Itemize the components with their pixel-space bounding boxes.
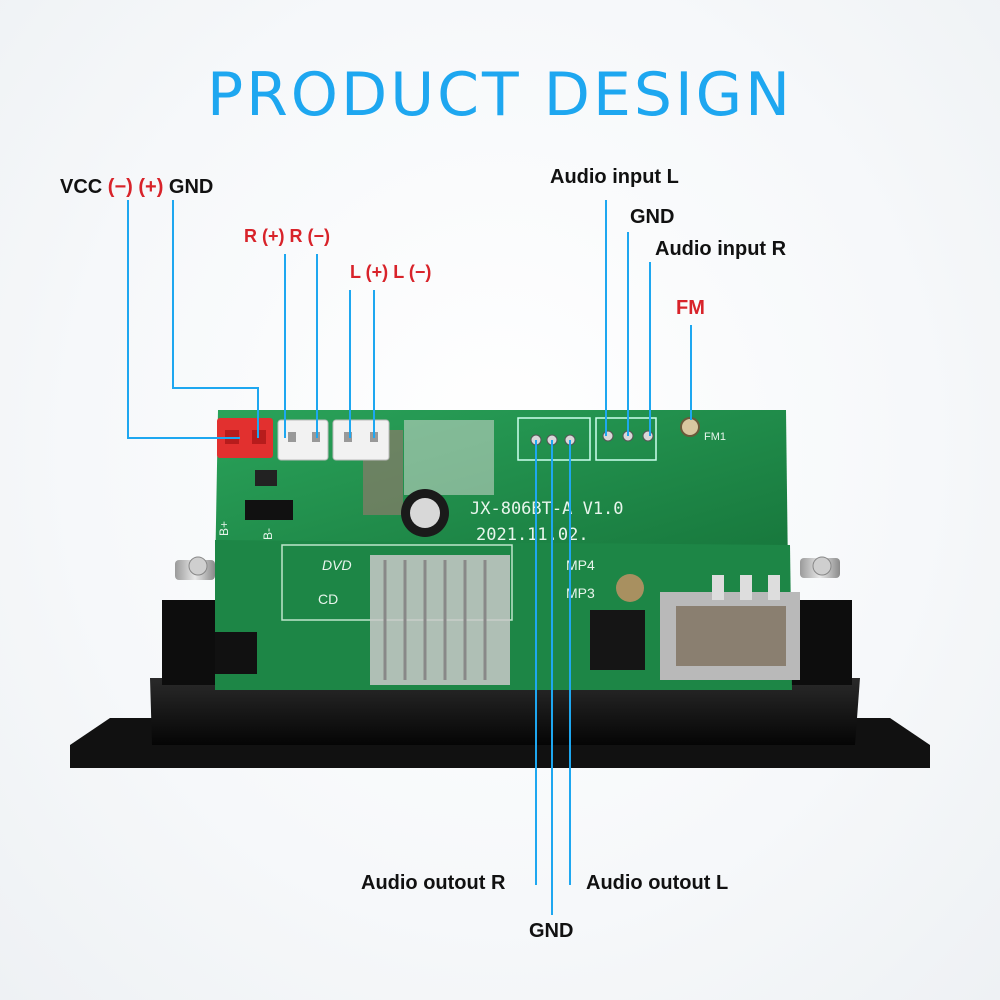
page-title: PRODUCT DESIGN	[206, 60, 794, 130]
label-minus: (−)	[107, 176, 133, 198]
play-switch	[255, 470, 277, 486]
leader-vcc-plus	[172, 200, 259, 438]
board-date: 2021.11.02.	[476, 525, 589, 545]
label-audio-output-r: Audio outout R	[361, 872, 506, 894]
board-model: JX-806BT-A V1.0	[470, 499, 624, 519]
left-screw	[188, 556, 208, 576]
usb-tab-3	[768, 575, 780, 600]
leader-lines	[127, 200, 692, 915]
speaker-l-pin-1	[344, 432, 352, 442]
ir-receiver	[215, 632, 257, 674]
label-audio-input-l: Audio input L	[550, 166, 679, 188]
capacitor-top	[410, 498, 440, 528]
label-gnd-input: GND	[630, 206, 675, 228]
usb-tab-2	[740, 575, 752, 600]
board-mark-mp4: MP4	[566, 557, 595, 573]
leader-vcc-minus	[127, 200, 240, 439]
diode-component	[245, 500, 293, 520]
mounting-ears	[175, 556, 840, 580]
audio-jack	[590, 610, 645, 670]
output-header-outline	[517, 417, 591, 461]
speaker-r-body	[277, 419, 329, 461]
label-plus: (+)	[138, 176, 164, 198]
label-gnd-output: GND	[529, 920, 574, 942]
board-mark-fm1: FM1	[704, 431, 726, 443]
microphone	[616, 574, 644, 602]
label-fm: FM	[676, 297, 705, 319]
label-audio-output-l: Audio outout L	[586, 872, 729, 894]
label-vcc: VCC	[60, 176, 103, 198]
board-mark-dvd: DVD	[322, 557, 352, 573]
label-audio-input-r: Audio input R	[655, 238, 787, 260]
label-r-group: R (+) R (−)	[244, 226, 330, 247]
panel-face	[150, 678, 860, 745]
right-screw	[812, 556, 832, 576]
label-l-plus: L (+)	[350, 262, 389, 282]
board-mark-bminus: B-	[261, 528, 275, 540]
label-power-group: VCC (−) (+) GND	[60, 176, 213, 199]
board-mark-mp3: MP3	[566, 585, 595, 601]
speaker-connector-l	[332, 419, 390, 461]
label-gnd-top: GND	[168, 176, 214, 198]
speaker-connector-r	[277, 419, 329, 461]
in-pin-r	[642, 430, 654, 442]
sd-slot-metal	[370, 555, 510, 685]
capacitor	[401, 489, 449, 537]
board-mark-cd: CD	[318, 591, 338, 607]
board-mark-bplus: B+	[217, 521, 231, 536]
bt-module-label	[404, 420, 494, 495]
label-r-plus: R (+)	[244, 226, 285, 246]
sd-card-slot	[370, 555, 510, 685]
in-pin-l	[602, 430, 614, 442]
label-l-minus: L (−)	[393, 262, 432, 282]
usb-tab-1	[712, 575, 724, 600]
usb-port	[660, 575, 800, 680]
speaker-l-body	[332, 419, 390, 461]
label-r-minus: R (−)	[289, 226, 331, 246]
label-l-group: L (+) L (−)	[350, 262, 431, 283]
speaker-r-pin-1	[288, 432, 296, 442]
fm-pad	[680, 417, 700, 437]
input-header-outline	[595, 417, 657, 461]
usb-opening	[676, 606, 786, 666]
